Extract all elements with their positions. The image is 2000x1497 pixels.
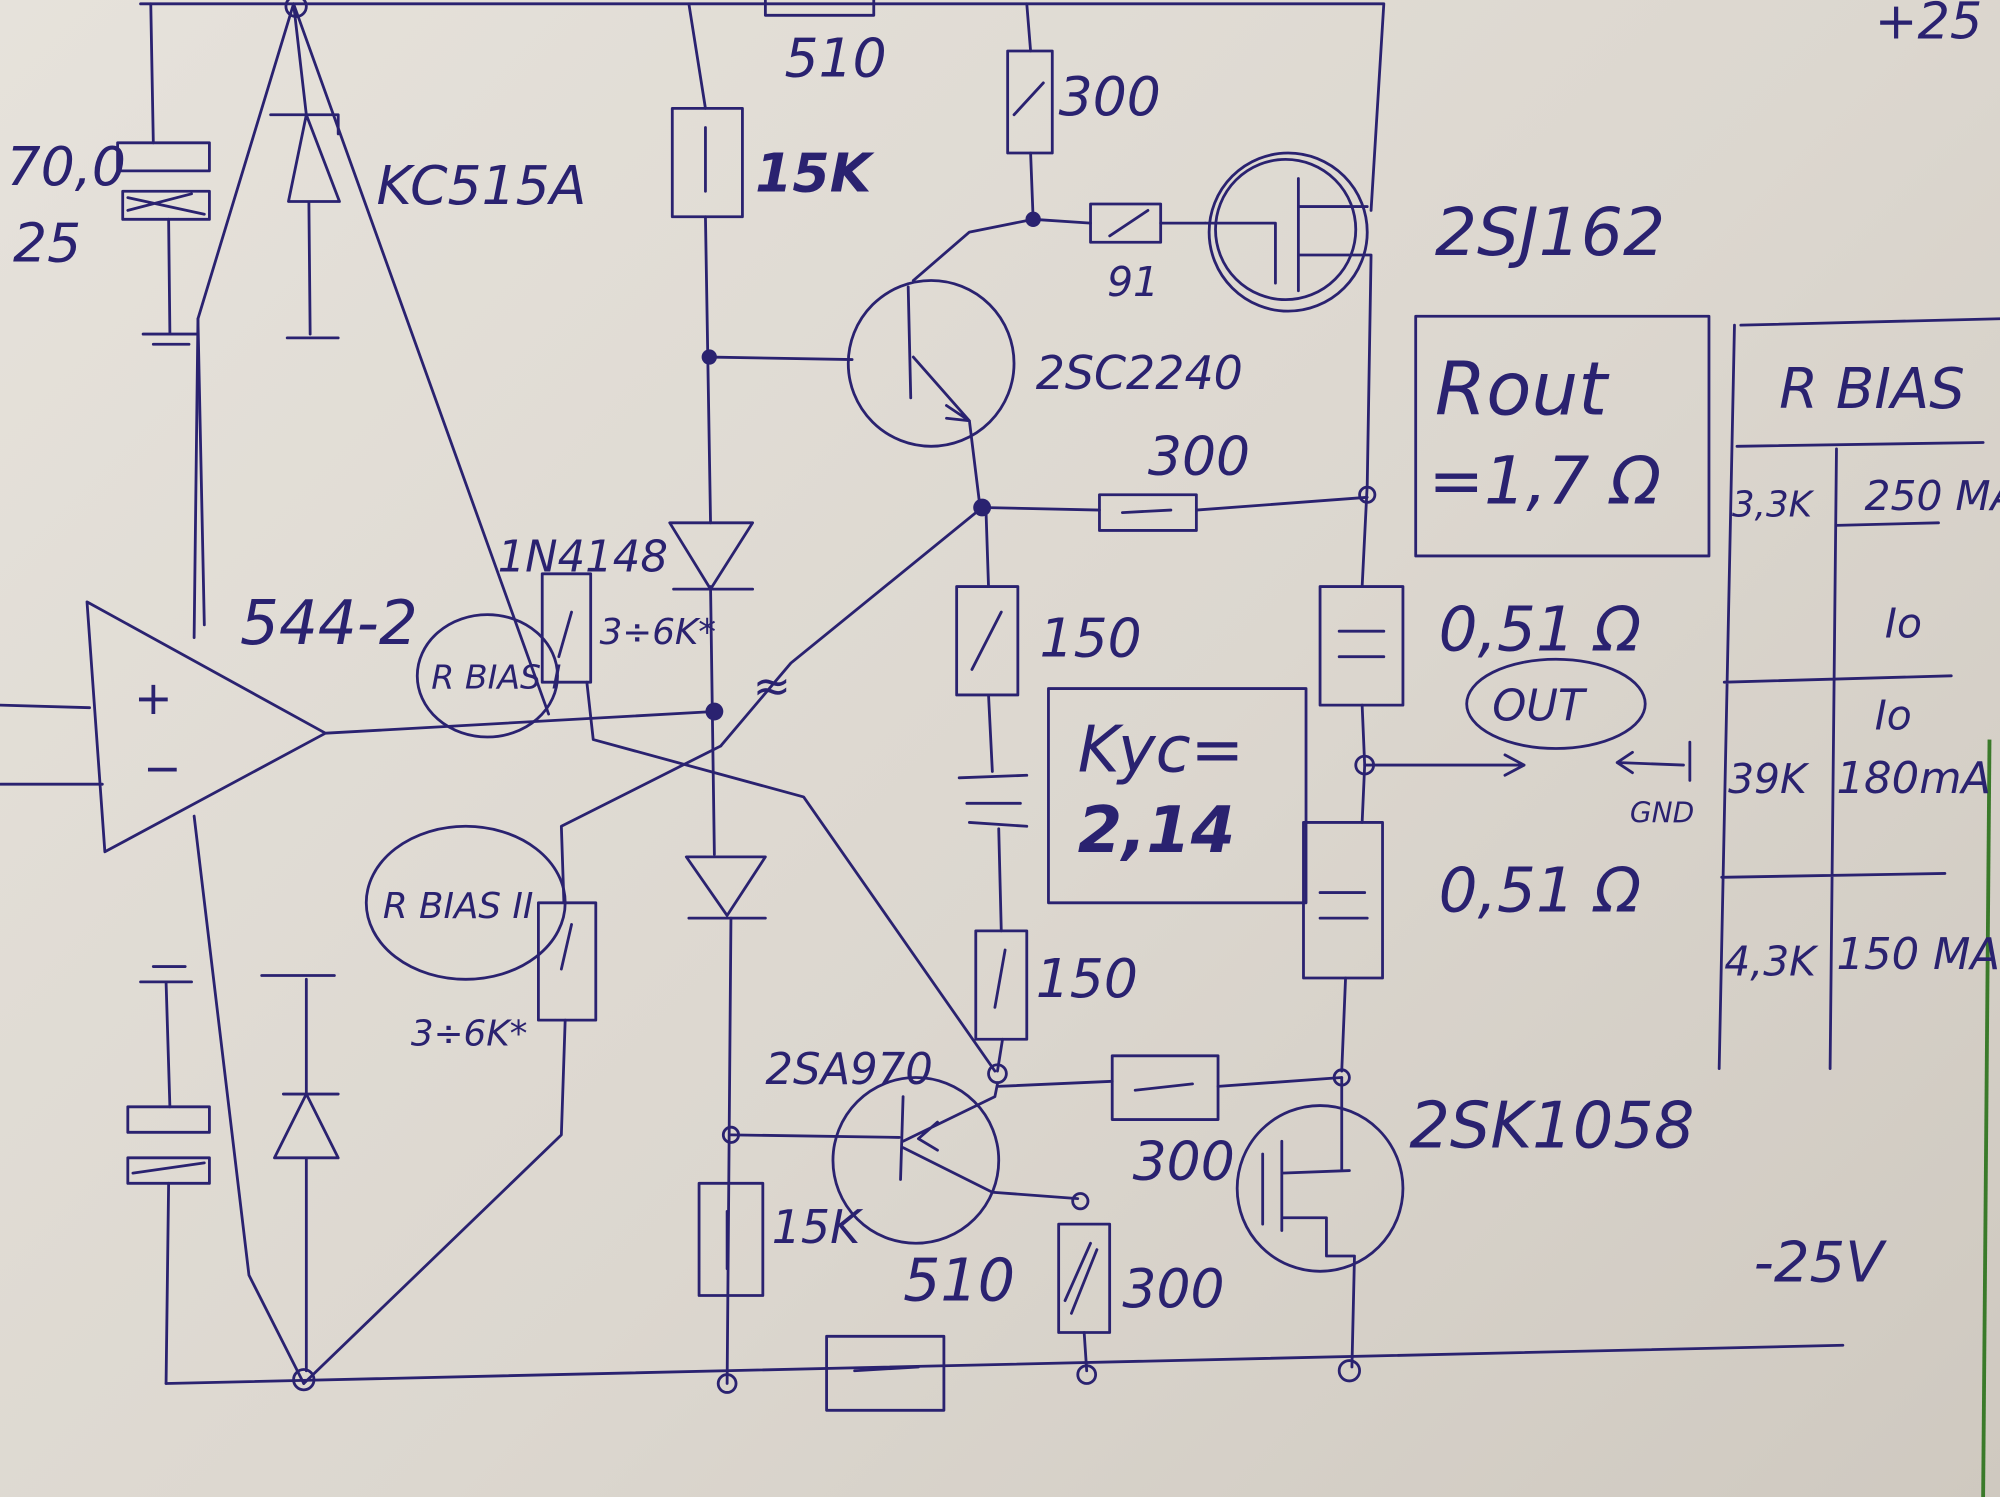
negative-rail [164, 1343, 1845, 1385]
res-300-low-label: 300 [1133, 1129, 1235, 1192]
rs-top-label: 0,51 Ω [1439, 594, 1642, 665]
bias-row-2-note: Io [1875, 691, 1912, 739]
gain-box [1047, 687, 1308, 905]
rbias2-value: 3÷6K* [411, 1014, 528, 1055]
gain-value: 2,14 [1078, 794, 1235, 868]
capacitor-bottom [126, 965, 211, 1385]
diode-label: 1N4148 [498, 532, 668, 582]
zener-diode-bottom [260, 974, 340, 1392]
res-300-bottom-label: 300 [1122, 1257, 1224, 1320]
res-15k-bottom-label: 15K [772, 1200, 864, 1254]
res-15k-top-label: 15K [755, 141, 875, 204]
transistor-2sa970 [721, 1054, 1344, 1245]
bias-row-3-r: 4,3K [1724, 937, 1819, 985]
cap-voltage-label: 25 [13, 211, 81, 274]
capacitor-top [116, 2, 211, 346]
bias-row-2-r: 39K [1728, 755, 1810, 803]
npn-label: 2SC2240 [1036, 346, 1243, 400]
vplus-label: +25 V [1875, 0, 2000, 51]
res-150-a-label: 150 [1040, 607, 1142, 670]
zener-label: KC515A [376, 154, 586, 217]
diode-bottom [684, 855, 767, 920]
out-label[interactable]: OUT [1492, 681, 1588, 731]
approx-symbol: ≈ [753, 658, 791, 712]
bias-row-1-current: 250 MA [1865, 472, 2000, 520]
res-510-top-label: 510 [785, 27, 887, 90]
pnp-label: 2SA970 [765, 1045, 932, 1095]
rbias1-label: R BIAS I [431, 658, 561, 697]
gain-label: Kyc= [1078, 713, 1244, 787]
rout-box [1414, 314, 1711, 558]
rs-bottom-label: 0,51 Ω [1439, 856, 1642, 927]
rbias1-value: 3÷6K* [600, 612, 717, 653]
source-resistors [1302, 585, 1692, 1073]
mosfet-p-label: 2SJ162 [1435, 193, 1665, 271]
gnd-label: GND [1630, 796, 1694, 829]
res-150-b-label: 150 [1036, 947, 1138, 1010]
mosfet-n-label: 2SK1058 [1409, 1090, 1694, 1164]
resistor-300-bottom [1057, 1192, 1112, 1385]
opamp-544-2 [0, 317, 724, 1385]
resistor-rbias-1 [415, 572, 997, 1073]
positive-rail [139, 2, 1386, 212]
bias-row-1-note: Io [1885, 600, 1922, 648]
rout-label: Rout [1435, 346, 1610, 432]
resistor-510-top [763, 0, 876, 17]
res-300-top-label: 300 [1059, 65, 1161, 128]
opamp-minus: − [143, 741, 181, 795]
bias-row-1-r: 3,3K [1732, 484, 1815, 525]
opamp-label: 544-2 [240, 588, 418, 659]
transistor-2sc2240 [719, 279, 1377, 748]
res-91-label: 91 [1107, 258, 1159, 306]
vminus-label: -25V [1754, 1231, 1888, 1296]
cap-value-label: 70,0 [7, 135, 126, 198]
resistor-15k-bottom [697, 1181, 765, 1394]
resistor-15k-top [670, 2, 854, 1385]
mosfet-2sj162 [1203, 151, 1373, 588]
diode-top [668, 521, 755, 591]
res-510-bottom-label: 510 [903, 1247, 1015, 1315]
resistor-510-bottom [825, 1334, 946, 1412]
res-300-mid-label: 300 [1148, 424, 1250, 487]
resistor-300-top [911, 2, 1207, 282]
resistor-rbias-2 [302, 744, 723, 1385]
mosfet-2sk1058 [1235, 1068, 1405, 1383]
opamp-plus: + [134, 671, 172, 725]
rout-value: =1,7 Ω [1428, 442, 1661, 520]
resistor-150-pair [955, 508, 1029, 1084]
out-label-circle [1465, 657, 1647, 750]
bias-table-header: R BIAS [1779, 357, 1965, 422]
bias-row-3-current: 150 MA [1836, 930, 2000, 980]
bias-table-grid [1717, 317, 2000, 1497]
bias-row-2-current: 180mA [1836, 754, 1991, 804]
rbias2-label: R BIAS II [383, 886, 534, 927]
